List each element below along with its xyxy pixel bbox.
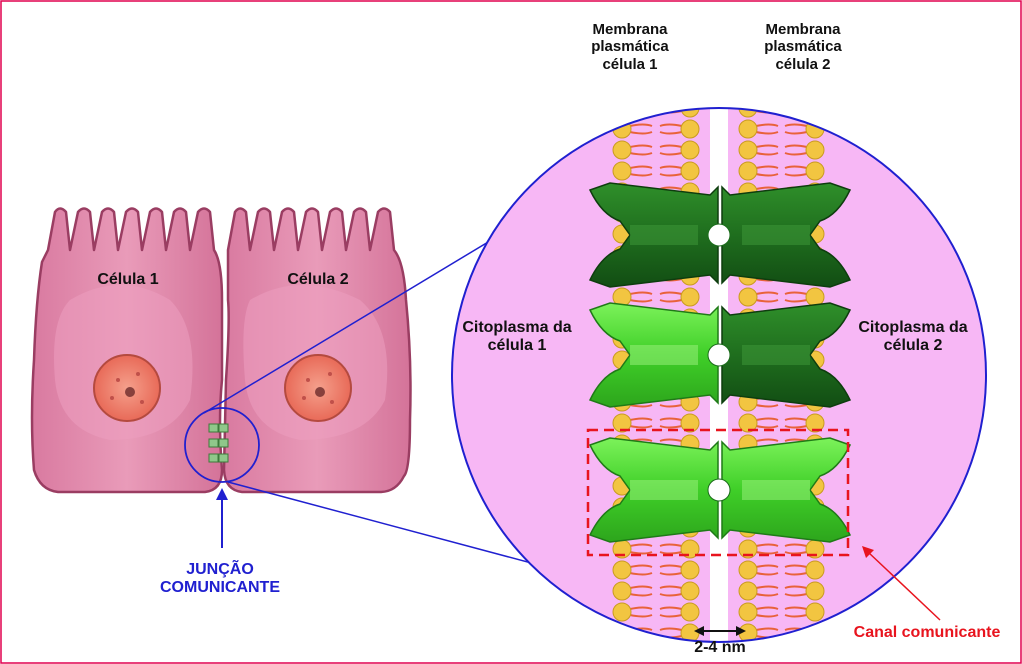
cytoplasm-1-line-1: Citoplasma da	[452, 319, 582, 337]
membrane-1-line-1: Membrana	[575, 21, 685, 38]
cytoplasm-2-line-2: célula 2	[848, 337, 978, 355]
membrane-1-line-3: célula 1	[575, 56, 685, 73]
membrane-2-label: Membrana plasmática célula 2	[748, 21, 858, 73]
cytoplasm-1-label: Citoplasma da célula 1	[452, 319, 582, 356]
membrane-2-line-3: célula 2	[748, 56, 858, 73]
junction-line-2: COMUNICANTE	[140, 579, 300, 597]
lipid-pair	[613, 99, 699, 117]
cytoplasm-1-line-2: célula 1	[452, 337, 582, 355]
distance-label: 2-4 nm	[680, 639, 760, 657]
cell-2-label: Célula 2	[268, 271, 368, 289]
junction-small	[209, 424, 228, 462]
connexins	[590, 183, 850, 542]
cytoplasm-2-label: Citoplasma da célula 2	[848, 319, 978, 356]
membrane-2-line-1: Membrana	[748, 21, 858, 38]
cell-1-label: Célula 1	[83, 271, 173, 289]
junction-line-1: JUNÇÃO	[140, 561, 300, 579]
junction-arrow	[216, 488, 228, 548]
membrane-1-line-2: plasmática	[575, 38, 685, 55]
cell-2	[224, 209, 411, 493]
junction-label: JUNÇÃO COMUNICANTE	[140, 561, 300, 598]
lipid-pair	[739, 99, 824, 117]
membrane-2-line-2: plasmática	[748, 38, 858, 55]
cytoplasm-2-line-1: Citoplasma da	[848, 319, 978, 337]
membrane-1-label: Membrana plasmática célula 1	[575, 21, 685, 73]
channel-label: Canal comunicante	[842, 624, 1012, 642]
cell-1	[32, 209, 222, 493]
